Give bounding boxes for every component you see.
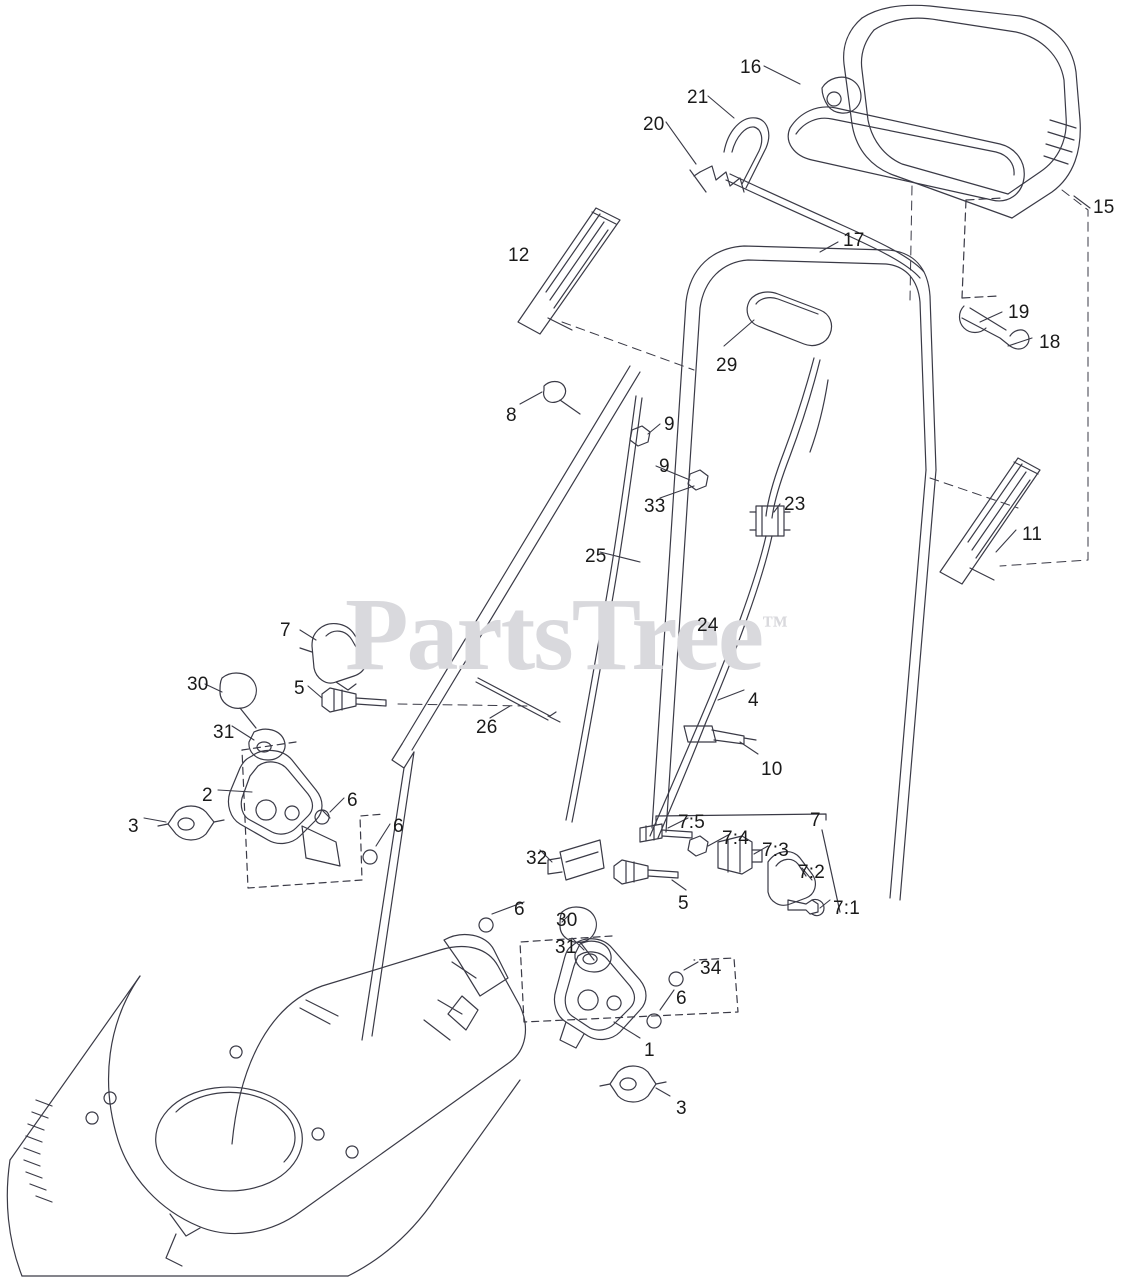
callout-6-a[interactable]: 6	[347, 790, 358, 811]
callout-6-c[interactable]: 6	[514, 899, 525, 920]
callout-6-b[interactable]: 6	[393, 816, 404, 837]
callout-24[interactable]: 24	[697, 615, 719, 636]
callout-7-3[interactable]: 7:3	[762, 840, 790, 861]
callout-34[interactable]: 34	[700, 958, 722, 979]
callout-12[interactable]: 12	[508, 245, 530, 266]
callout-19[interactable]: 19	[1008, 302, 1030, 323]
callout-7-left[interactable]: 7	[280, 620, 291, 641]
callout-3-left[interactable]: 3	[128, 816, 139, 837]
mower-deck	[6, 933, 527, 1277]
callout-6-d[interactable]: 6	[676, 988, 687, 1009]
control-cables	[565, 117, 1030, 839]
callout-21[interactable]: 21	[687, 87, 709, 108]
callout-11[interactable]: 11	[1022, 524, 1043, 545]
callout-32[interactable]: 32	[526, 848, 548, 869]
callout-7-1[interactable]: 7:1	[833, 898, 861, 919]
handle-tube-assembly	[651, 245, 937, 901]
lower-handle-rods	[361, 365, 641, 1041]
callout-18[interactable]: 18	[1039, 332, 1061, 353]
left-cable-lever	[299, 623, 368, 691]
callout-31-right[interactable]: 31	[555, 937, 577, 958]
handle-grip-pads	[517, 207, 1041, 585]
callout-7-4[interactable]: 7:4	[722, 828, 750, 849]
callout-7-right[interactable]: 7	[810, 810, 821, 831]
callout-7-2[interactable]: 7:2	[798, 862, 826, 883]
callout-7-5[interactable]: 7:5	[678, 812, 706, 833]
upper-handle-grip	[787, 4, 1081, 219]
callout-3-lower[interactable]: 3	[676, 1098, 687, 1119]
callout-9-upper[interactable]: 9	[664, 414, 675, 435]
callout-31-left[interactable]: 31	[213, 722, 235, 743]
small-hardware	[321, 380, 709, 885]
callout-2[interactable]: 2	[202, 785, 213, 806]
callout-5-left[interactable]: 5	[294, 678, 305, 699]
callout-4[interactable]: 4	[748, 690, 759, 711]
cable-detail-assembly	[639, 813, 841, 917]
callout-20[interactable]: 20	[643, 114, 665, 135]
leader-lines	[143, 65, 1091, 1097]
callout-5-lower[interactable]: 5	[678, 893, 689, 914]
callout-9-lower[interactable]: 9	[659, 456, 670, 477]
callout-16[interactable]: 16	[740, 57, 762, 78]
callout-23[interactable]: 23	[784, 494, 806, 515]
callout-8[interactable]: 8	[506, 405, 517, 426]
callout-29[interactable]: 29	[716, 355, 738, 376]
left-handle-bracket	[157, 672, 385, 889]
callout-17[interactable]: 17	[843, 230, 865, 251]
callout-1[interactable]: 1	[644, 1040, 655, 1061]
right-handle-bracket	[478, 839, 739, 1103]
callout-15[interactable]: 15	[1093, 197, 1115, 218]
callout-30-right[interactable]: 30	[556, 910, 578, 931]
callout-25[interactable]: 25	[585, 546, 607, 567]
callout-33[interactable]: 33	[644, 496, 666, 517]
callout-30-left[interactable]: 30	[187, 674, 209, 695]
callout-10[interactable]: 10	[761, 759, 783, 780]
callout-26[interactable]: 26	[476, 717, 498, 738]
